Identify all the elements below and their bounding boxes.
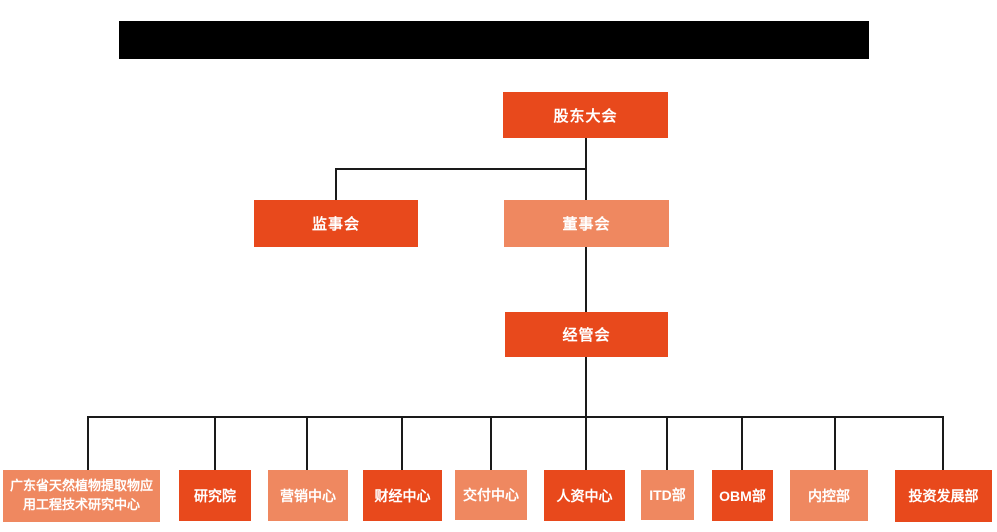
org-node-label: 交付中心 (463, 487, 519, 503)
org-node-hr-center: 人资中心 (544, 470, 625, 521)
org-node-label: OBM部 (719, 487, 766, 504)
org-node-management: 经管会 (505, 312, 668, 357)
connector-management-down (585, 357, 587, 470)
org-node-finance-center: 财经中心 (363, 470, 442, 521)
connector-drop-internal-control-dept (834, 416, 836, 470)
org-node-label: 人资中心 (556, 487, 613, 504)
org-node-label: 股东大会 (553, 107, 618, 125)
org-node-obm-dept: OBM部 (712, 470, 773, 521)
org-node-investment-dev-dept: 投资发展部 (895, 470, 992, 522)
connector-supervisors-drop (335, 168, 337, 200)
org-node-itd-dept: ITD部 (641, 470, 694, 520)
org-node-supervisors: 监事会 (254, 200, 418, 247)
org-node-label: 监事会 (311, 216, 360, 233)
org-node-shareholders: 股东大会 (503, 92, 668, 138)
connector-bottom-horizontal (87, 416, 944, 418)
org-node-label: 董事会 (562, 216, 611, 233)
org-node-gd-research-center: 广东省天然植物提取物应用工程技术研究中心 (3, 470, 160, 522)
org-node-marketing-center: 营销中心 (268, 470, 348, 521)
connector-drop-itd-dept (666, 416, 668, 470)
org-node-label: 广东省天然植物提取物应用工程技术研究中心 (9, 478, 153, 512)
connector-drop-research-institute (214, 416, 216, 470)
org-node-label: 内控部 (808, 487, 850, 504)
org-node-label: 投资发展部 (908, 488, 979, 504)
connector-drop-gd-research-center (87, 416, 89, 470)
org-node-delivery-center: 交付中心 (455, 470, 527, 520)
connector-drop-marketing-center (306, 416, 308, 470)
org-node-label: ITD部 (649, 487, 686, 503)
connector-directors-management (585, 247, 587, 312)
connector-drop-investment-dev-dept (942, 416, 944, 470)
org-node-label: 财经中心 (374, 487, 431, 504)
redacted-title-bar (119, 21, 869, 59)
org-node-internal-control-dept: 内控部 (790, 470, 868, 521)
connector-drop-obm-dept (741, 416, 743, 470)
org-node-label: 研究院 (194, 487, 236, 504)
org-node-label: 经管会 (562, 327, 611, 344)
connector-drop-delivery-center (490, 416, 492, 470)
connector-top-horizontal (335, 168, 587, 170)
org-node-research-institute: 研究院 (179, 470, 251, 521)
org-node-label: 营销中心 (280, 487, 336, 504)
connector-drop-finance-center (401, 416, 403, 470)
org-node-directors: 董事会 (504, 200, 669, 247)
